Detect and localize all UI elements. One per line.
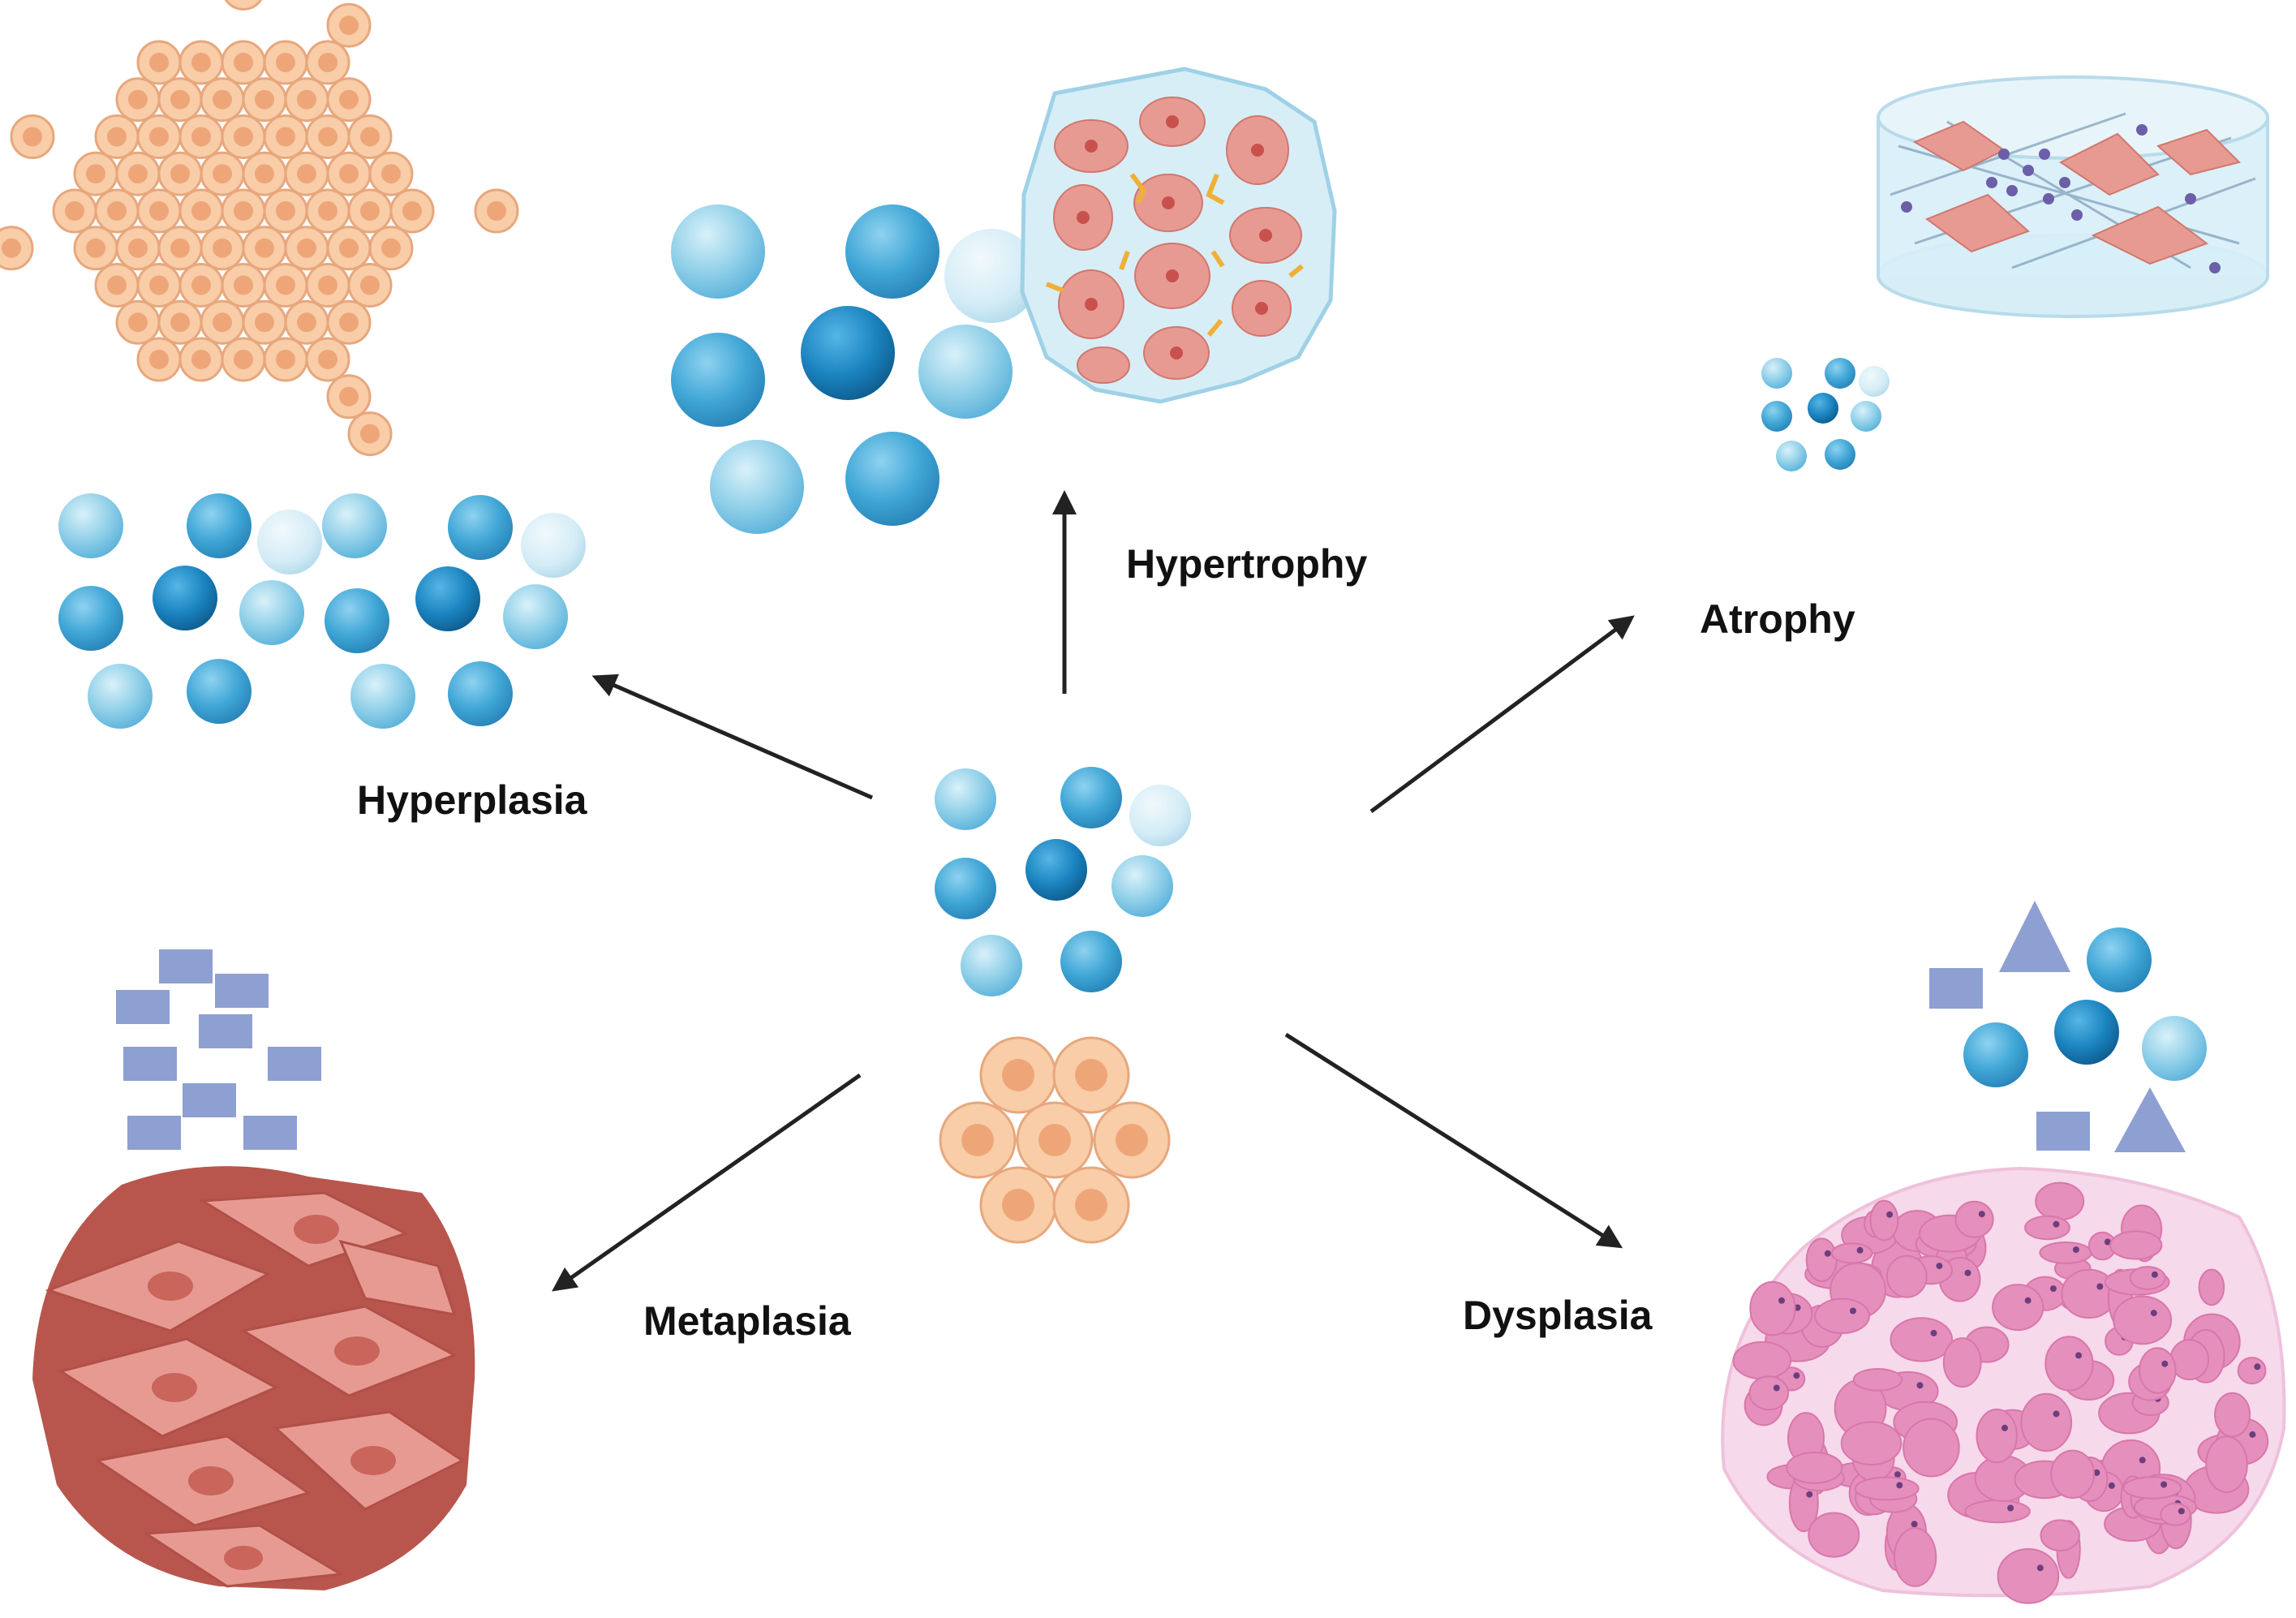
dysplasia-cells [1963, 927, 2207, 1087]
arrow-hyperplasia [591, 673, 873, 800]
metaplasia-squares [116, 949, 321, 1150]
hypertrophy-tissue [1020, 67, 1337, 404]
hypertrophy-cells [671, 204, 1038, 534]
normal-cells-center [935, 767, 1191, 996]
arrow-metaplasia [552, 1073, 862, 1292]
label-hyperplasia: Hyperplasia [357, 777, 588, 823]
arrows [552, 490, 1635, 1292]
normal-epithelial-cells-center [939, 1036, 1171, 1244]
label-hypertrophy: Hypertrophy [1126, 541, 1367, 587]
label-metaplasia: Metaplasia [643, 1298, 852, 1344]
hyperplasia-cells [58, 493, 586, 729]
dysplasia-tissue [1721, 1166, 2286, 1604]
arrow-atrophy [1369, 615, 1635, 814]
dysplasia-shapes [1929, 901, 2186, 1152]
atrophy-cells [1761, 358, 1890, 471]
label-dysplasia: Dysplasia [1463, 1293, 1653, 1338]
arrow-dysplasia [1284, 1032, 1623, 1249]
atrophy-gel-scaffold [1877, 75, 2269, 318]
metaplasia-tissue [32, 1166, 475, 1590]
hyperplasia-epithelial-cluster [0, 0, 519, 457]
label-atrophy: Atrophy [1700, 596, 1855, 642]
